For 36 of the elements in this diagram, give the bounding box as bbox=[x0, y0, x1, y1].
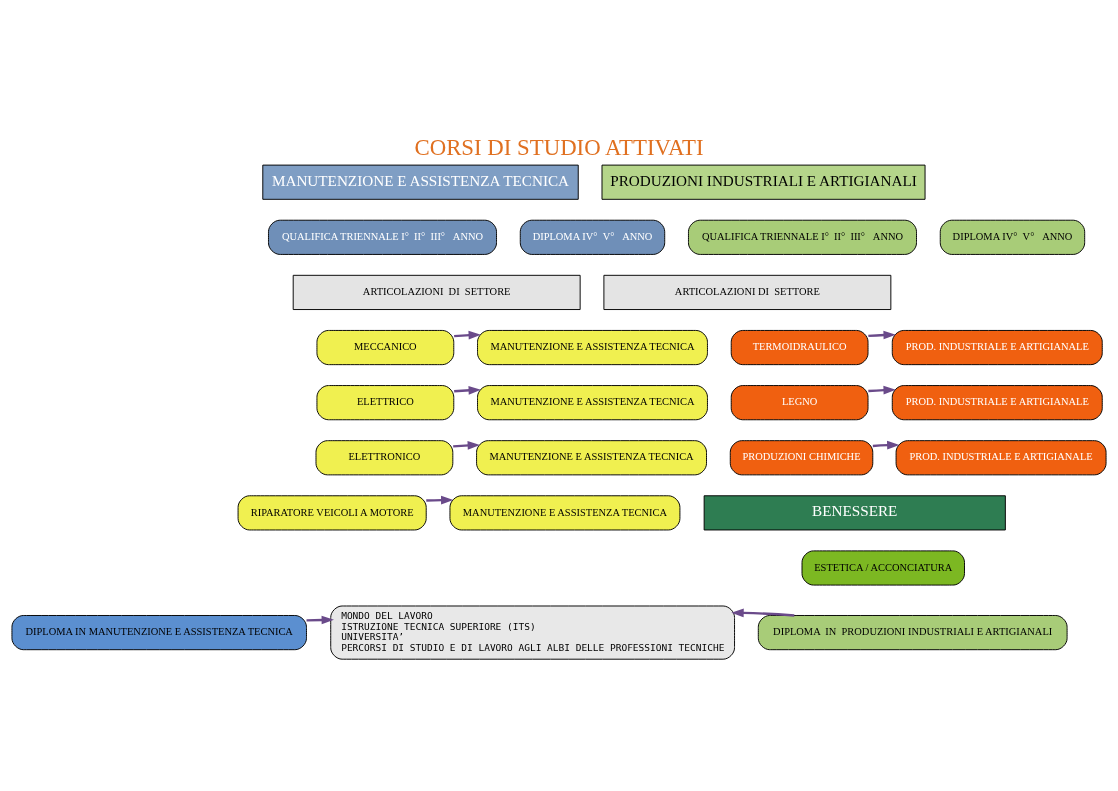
node-box: RIPARATORE VEICOLI A MOTORE bbox=[237, 494, 427, 530]
node-box: PRODUZIONI CHIMICHE bbox=[729, 439, 874, 475]
node-box: MECCANICO bbox=[316, 329, 455, 365]
arrow bbox=[426, 495, 454, 504]
arrow bbox=[868, 385, 896, 394]
node-box: QUALIFICA TRIENNALE I° II° III° ANNO bbox=[688, 219, 917, 255]
node-box: PROD. INDUSTRIALE E ARTIGIANALE bbox=[891, 329, 1103, 365]
node-box: PRODUZIONI INDUSTRIALI E ARTIGIANALI bbox=[601, 164, 926, 200]
arrow bbox=[872, 440, 900, 449]
node-box: ARTICOLAZIONI DI SETTORE bbox=[292, 274, 581, 310]
node-box: MANUTENZIONE E ASSISTENZA TECNICA bbox=[476, 439, 707, 475]
arrow bbox=[454, 385, 481, 395]
node-box: MANUTENZIONE E ASSISTENZA TECNICA bbox=[449, 494, 681, 530]
diagram-title: CORSI DI STUDIO ATTIVATI bbox=[414, 134, 704, 160]
node-box: DIPLOMA IV° V° ANNO bbox=[939, 219, 1086, 255]
node-box: DIPLOMA IV° V° ANNO bbox=[519, 219, 666, 255]
arrow bbox=[731, 608, 795, 617]
node-box: ELETTRICO bbox=[316, 384, 455, 420]
node-box: PROD. INDUSTRIALE E ARTIGIANALE bbox=[895, 439, 1107, 475]
node-box: MANUTENZIONE E ASSISTENZA TECNICA bbox=[477, 329, 708, 365]
node-box: DIPLOMA IN MANUTENZIONE E ASSISTENZA TECNICA bbox=[11, 614, 307, 650]
node-box: ELETTRONICO bbox=[315, 439, 454, 475]
node-box: QUALIFICA TRIENNALE I° II° III° ANNO bbox=[268, 219, 497, 255]
arrow bbox=[453, 440, 480, 450]
node-box: LEGNO bbox=[730, 384, 869, 420]
node-box: TERMOIDRAULICO bbox=[730, 329, 869, 365]
node-box: ESTETICA / ACCONCIATURA bbox=[801, 549, 965, 586]
node-box: MONDO DEL LAVORO ISTRUZIONE TECNICA SUPERIORE (ITS) UNIVERSITA’ PERCORSI DI STUDIO E DI LAVORO AGLI ALBI DELLE PROFESSIONI TECNICHE bbox=[330, 605, 736, 660]
arrow bbox=[454, 330, 481, 340]
node-box: PROD. INDUSTRIALE E ARTIGIANALE bbox=[891, 384, 1103, 420]
node-box: BENESSERE bbox=[703, 494, 1006, 530]
node-box: ARTICOLAZIONI DI SETTORE bbox=[603, 274, 892, 310]
arrow bbox=[868, 330, 896, 339]
node-box: DIPLOMA IN PRODUZIONI INDUSTRIALI E ARTIGIANALI bbox=[757, 614, 1068, 650]
node-box: MANUTENZIONE E ASSISTENZA TECNICA bbox=[262, 164, 579, 200]
node-box: MANUTENZIONE E ASSISTENZA TECNICA bbox=[477, 384, 708, 420]
